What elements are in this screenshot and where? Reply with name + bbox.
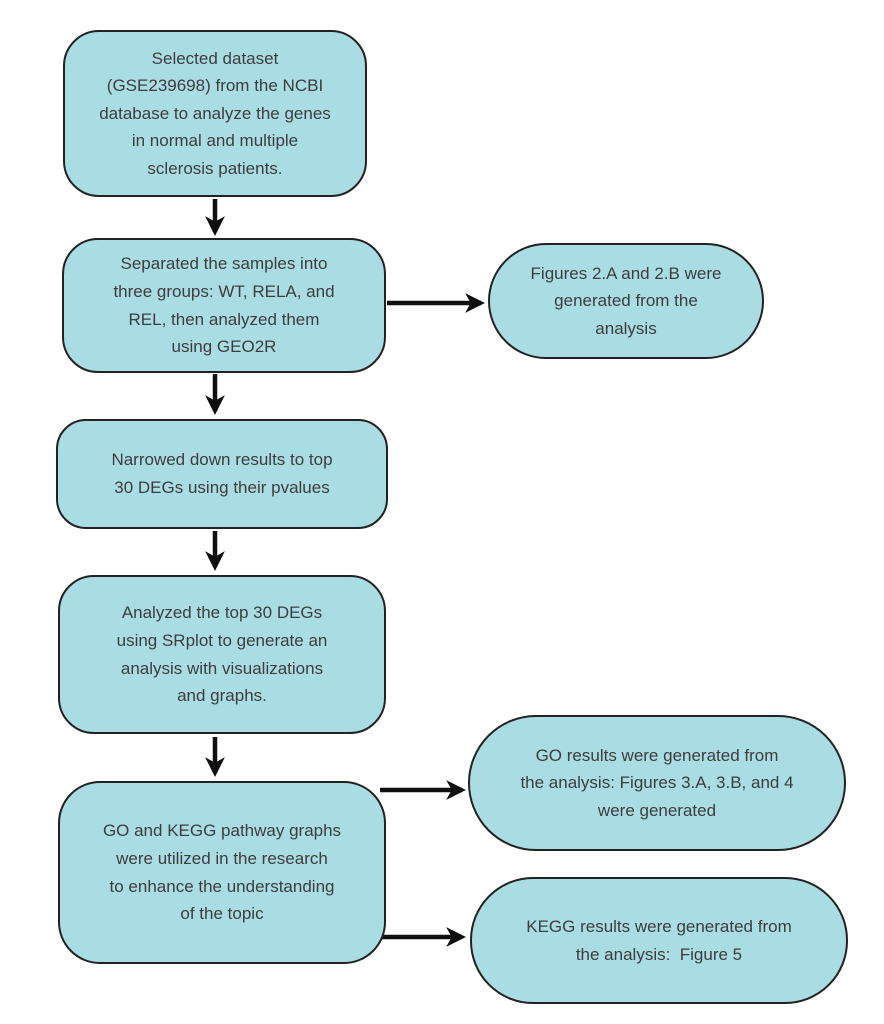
flow-node-go-kegg-pathways: GO and KEGG pathway graphs were utilized… (58, 781, 386, 964)
flow-node-result-kegg-label: KEGG results were generated from the ana… (526, 916, 792, 964)
flow-node-result-go: GO results were generated from the analy… (468, 715, 846, 851)
flow-node-select-dataset: Selected dataset (GSE239698) from the NC… (63, 30, 367, 197)
flow-node-narrow-degs-label: Narrowed down results to top 30 DEGs usi… (111, 450, 333, 497)
flow-node-result-kegg: KEGG results were generated from the ana… (470, 877, 848, 1004)
flow-node-srplot-analysis: Analyzed the top 30 DEGs using SRplot to… (58, 575, 386, 734)
flow-node-go-kegg-pathways-label: GO and KEGG pathway graphs were utilized… (102, 821, 342, 924)
flow-node-narrow-degs: Narrowed down results to top 30 DEGs usi… (56, 419, 388, 529)
flow-node-separate-samples-label: Separated the samples into three groups:… (113, 254, 335, 357)
flow-node-srplot-analysis-label: Analyzed the top 30 DEGs using SRplot to… (116, 603, 328, 706)
flow-node-result-figures-2ab-label: Figures 2.A and 2.B were generated from … (530, 263, 722, 338)
flow-node-result-figures-2ab: Figures 2.A and 2.B were generated from … (488, 243, 764, 359)
flow-node-result-go-label: GO results were generated from the analy… (520, 745, 794, 820)
flow-node-separate-samples: Separated the samples into three groups:… (62, 238, 386, 373)
flow-node-select-dataset-label: Selected dataset (GSE239698) from the NC… (99, 48, 331, 178)
